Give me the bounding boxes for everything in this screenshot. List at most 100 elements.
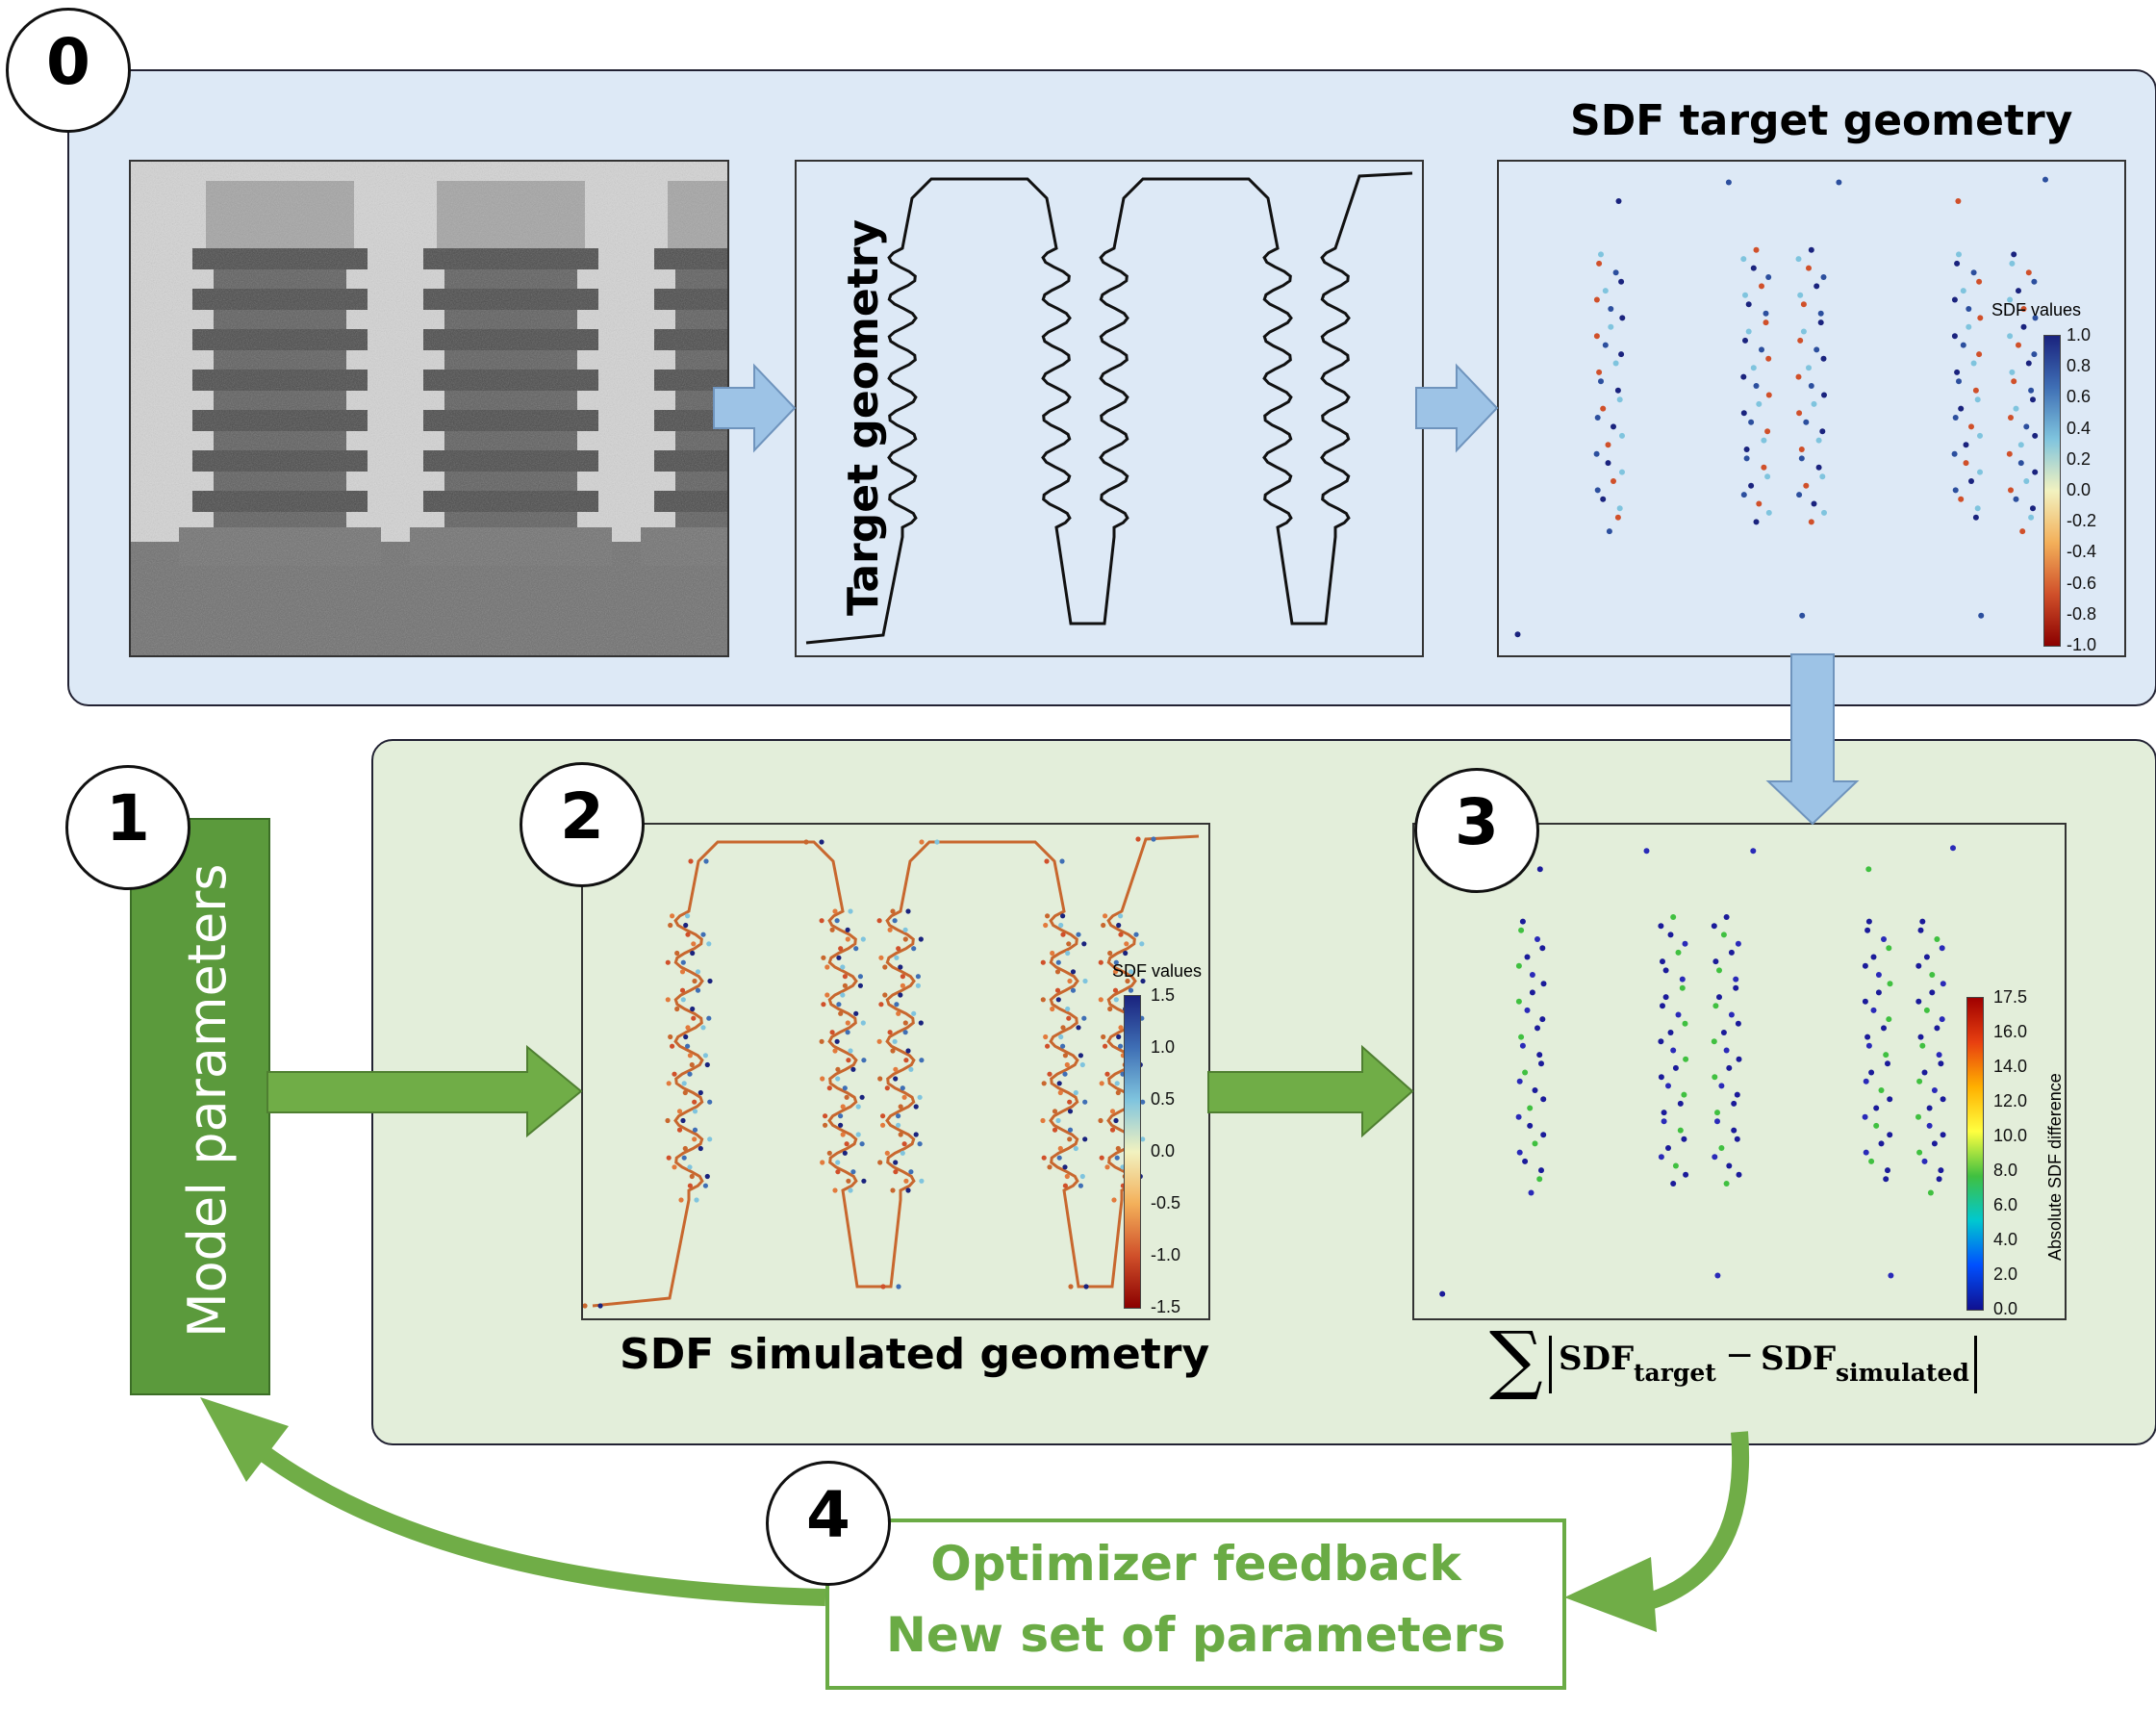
sdf-point — [1750, 848, 1757, 855]
sdf-point — [1519, 1042, 1526, 1049]
sdf-point — [1057, 1089, 1063, 1096]
sdf-point — [878, 955, 884, 960]
sdf-point — [836, 955, 842, 960]
sdf-point — [1078, 1053, 1083, 1059]
sdf-point — [1806, 265, 1812, 271]
sdf-point — [911, 1010, 917, 1016]
sdf-point — [1864, 1034, 1871, 1040]
sdf-point — [850, 1066, 856, 1072]
sdf-point — [1711, 923, 1717, 930]
sdf-point — [829, 927, 835, 932]
sdf-point — [890, 908, 896, 914]
sdf-point — [2020, 306, 2027, 312]
sdf-point — [1612, 360, 1619, 367]
sdf-point — [1808, 519, 1814, 525]
sdf-point — [859, 1141, 865, 1147]
sdf-point — [1970, 269, 1977, 276]
sdf-point — [1797, 292, 1804, 298]
colorbar-tick-label: -0.6 — [2067, 573, 2097, 593]
sdf-point — [2023, 423, 2030, 430]
colorbar-tick-label: 6.0 — [1993, 1195, 2018, 1214]
sdf-point — [853, 946, 859, 952]
sdf-point — [1977, 432, 1983, 439]
blue-arrow-2 — [1415, 363, 1499, 453]
sdf-point — [1073, 1089, 1078, 1096]
sdf-point — [913, 1104, 919, 1110]
sdf-point — [1863, 1149, 1869, 1156]
sdf-point — [1536, 1052, 1543, 1059]
sdf-point — [1753, 246, 1760, 253]
sdf-point — [1050, 950, 1055, 957]
sdf-point — [1112, 969, 1119, 975]
sdf-point — [1726, 1162, 1733, 1169]
green-arrow-1 — [266, 1044, 583, 1138]
sdf-point — [1870, 1007, 1877, 1013]
sdf-point — [1836, 179, 1842, 186]
sdf-point — [1759, 346, 1764, 353]
sdf-point — [902, 927, 908, 932]
sdf-point — [1917, 927, 1924, 933]
sdf-point — [840, 1104, 846, 1110]
sdf-point — [707, 1136, 713, 1142]
colorbar-tick-label: 10.0 — [1993, 1126, 2028, 1145]
sdf-point — [2016, 342, 2021, 348]
sdf-point — [1103, 1043, 1108, 1049]
sdf-point — [1522, 1069, 1529, 1076]
sdf-point — [1865, 866, 1872, 873]
sdf-point — [1923, 1007, 1930, 1013]
sdf-point — [1723, 1181, 1730, 1187]
sdf-point — [1516, 1078, 1523, 1085]
sdf-point — [855, 1132, 861, 1137]
sdf-point — [1116, 922, 1122, 929]
sdf-point — [668, 1034, 673, 1040]
sdf-point — [846, 1058, 851, 1063]
sdf-point — [2016, 288, 2021, 294]
sdf-point — [1733, 976, 1739, 983]
sdf-point — [1618, 278, 1625, 285]
sdf-point — [1725, 179, 1732, 186]
sdf-point — [1536, 1176, 1543, 1183]
sdf-point — [688, 858, 694, 864]
colorbar-tick-label: 1.0 — [2067, 325, 2092, 345]
sdf-point — [674, 1006, 680, 1012]
sdf-point — [682, 1089, 688, 1096]
sdf-point — [1662, 994, 1669, 1001]
sdf-point — [1619, 315, 1626, 321]
sdf-point — [1875, 972, 1882, 978]
sdf-point — [878, 1002, 884, 1008]
sdf-point — [1058, 1034, 1064, 1040]
sdf-point — [1875, 989, 1882, 996]
curve-arrow-to-model — [242, 1434, 826, 1606]
sdf-point — [1082, 978, 1088, 984]
sdf-point — [1742, 337, 1748, 344]
sdf-point — [1748, 419, 1755, 425]
abs-bar-left — [1549, 1336, 1552, 1393]
sdf-point — [905, 1187, 911, 1193]
sdf-point — [680, 1117, 686, 1124]
sdf-point — [1667, 1030, 1674, 1035]
sdf-point — [859, 1094, 865, 1100]
colorbar-tick-label: 8.0 — [1993, 1161, 2018, 1180]
sdf-point — [905, 1048, 911, 1054]
sdf-point — [1734, 1091, 1740, 1098]
sdf-point — [820, 1160, 825, 1165]
sdf-point — [1743, 447, 1750, 452]
sdf-point — [2008, 415, 2014, 421]
sdf-point — [882, 992, 888, 998]
colorbar-tick-label: 14.0 — [1993, 1057, 2028, 1076]
sdf-point — [1515, 962, 1522, 969]
sdf-point — [1658, 1074, 1664, 1081]
sdf-point — [1865, 918, 1872, 925]
sdf-point — [1887, 1132, 1893, 1138]
sdf-point — [861, 1178, 867, 1184]
sdf-point — [691, 941, 697, 947]
sdf-point — [919, 1178, 925, 1184]
sdf-point — [1765, 274, 1772, 280]
sdf-point — [1104, 1164, 1110, 1170]
sdf-point — [1919, 1042, 1926, 1049]
sdf-point — [1070, 987, 1077, 993]
sdf-point — [2025, 269, 2032, 276]
sdf-point — [1661, 1110, 1667, 1116]
sdf-point — [1956, 378, 1962, 385]
sdf-point — [1529, 989, 1535, 996]
